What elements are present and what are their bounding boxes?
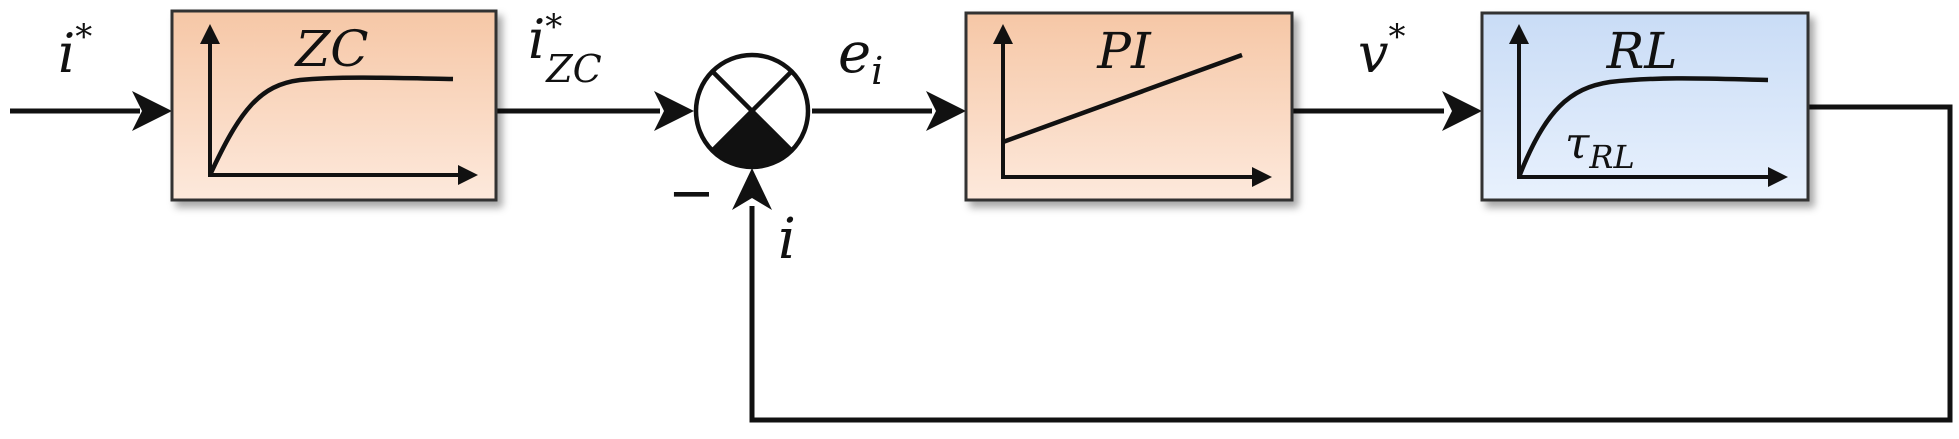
voltage-ref-label: v* [1358,17,1406,85]
signal-wires [10,91,1953,423]
error-signal-label: ei [838,21,883,93]
summing-junction [693,52,811,170]
rl-block-label: RL [1606,22,1678,80]
rl-time-constant-label: τRL [1565,118,1635,176]
zc-block: ZC [170,9,498,202]
zc-response-curve [207,75,454,176]
arrow-head-feedback [732,168,772,210]
summer-minus-quadrant [712,111,792,168]
arrow-head-voltage [1442,91,1482,131]
rl-block: RL τRL [1480,11,1810,202]
minus-sign-label: − [668,161,715,226]
zc-output-label: i*ZC [528,7,602,91]
rl-response-curve [1516,76,1769,178]
zc-block-label: ZC [294,20,369,78]
arrow-head-zc-out [654,91,694,131]
pi-response-line [1002,52,1243,145]
input-signal-label: i* [58,17,92,85]
feedback-signal-label: i [778,207,796,272]
arrow-head-input [132,91,172,131]
arrow-head-error [926,91,966,131]
pi-block-label: PI [1096,22,1152,80]
pi-block: PI [964,11,1294,202]
